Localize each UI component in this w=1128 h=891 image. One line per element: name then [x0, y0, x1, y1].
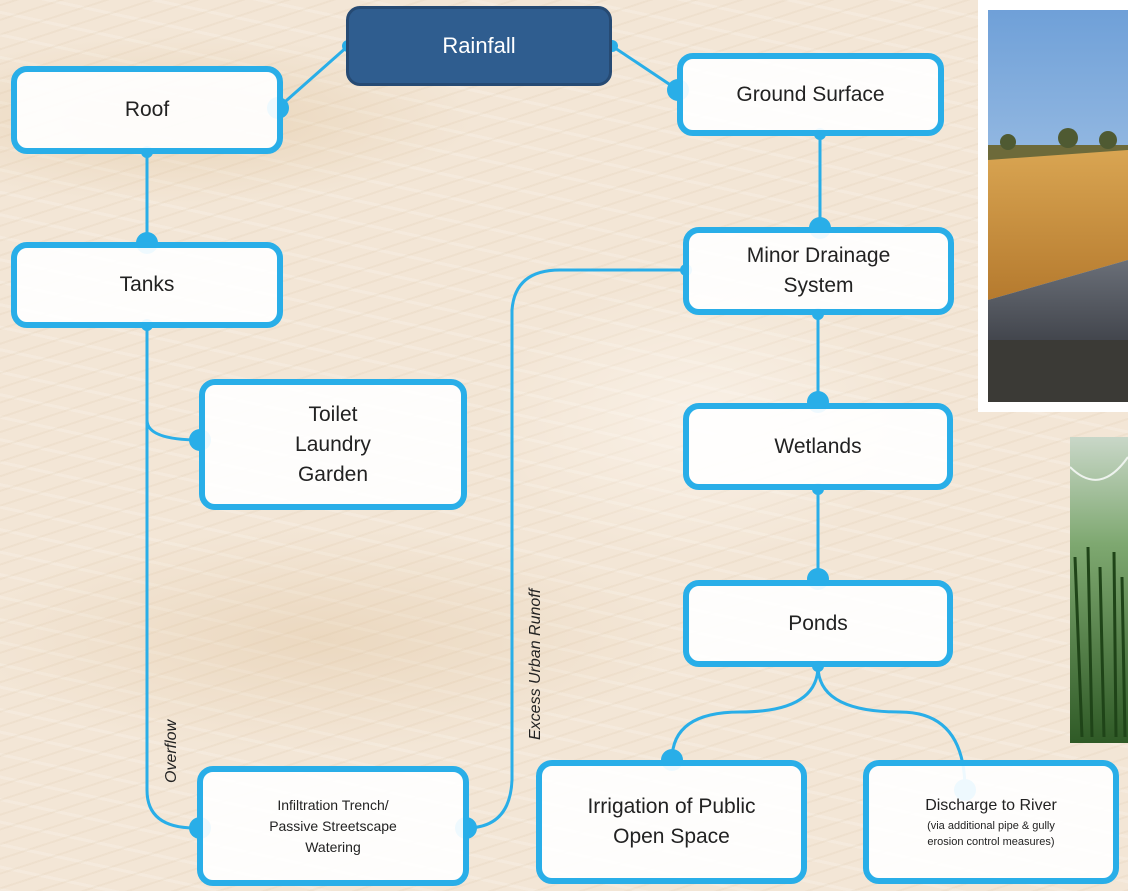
edge-rainfall-ground: [611, 44, 679, 92]
edge-overflow: [145, 420, 196, 830]
edge-tanks-toilet: [145, 325, 201, 442]
sprinkler-photo: [1070, 437, 1128, 743]
garden-label: Garden: [297, 462, 369, 486]
rainfall-node: Rainfall: [346, 6, 612, 86]
discharge-note-line2: erosion control measures): [927, 836, 1055, 848]
discharge-title: Discharge to River: [925, 797, 1057, 814]
tanks-label: Tanks: [119, 273, 175, 296]
irrigation-label-line2: Open Space: [613, 825, 730, 848]
ground-surface-node: Ground Surface: [677, 53, 944, 136]
infiltration-label-line3: Watering: [305, 838, 361, 855]
toilet-label: Toilet: [308, 402, 358, 426]
discharge-node: Discharge to River (via additional pipe …: [863, 760, 1119, 884]
toilet-laundry-garden-node: Toilet Laundry Garden: [199, 379, 467, 510]
tanks-node: Tanks: [11, 242, 283, 328]
roof-label: Roof: [124, 98, 170, 121]
wetlands-label: Wetlands: [774, 434, 862, 458]
laundry-label: Laundry: [295, 432, 371, 456]
irrigation-node: Irrigation of Public Open Space: [536, 760, 807, 884]
infiltration-trench-node: Infiltration Trench/ Passive Streetscape…: [197, 766, 469, 886]
roof-node: Roof: [11, 66, 283, 154]
ponds-node: Ponds: [683, 580, 953, 667]
ponds-label: Ponds: [788, 611, 848, 635]
wetlands-node: Wetlands: [683, 403, 953, 490]
irrigation-label-line1: Irrigation of Public: [587, 795, 756, 818]
infiltration-label-line2: Passive Streetscape: [269, 817, 397, 834]
ground-surface-label: Ground Surface: [736, 82, 885, 106]
edge-ponds-irrigation: [670, 665, 820, 761]
excess-runoff-label: Excess Urban Runoff: [527, 588, 544, 740]
drainage-basin-photo: [978, 0, 1128, 412]
minor-drainage-label-line2: System: [783, 274, 854, 297]
infiltration-label-line1: Infiltration Trench/: [277, 796, 389, 813]
minor-drainage-node: Minor Drainage System: [683, 227, 954, 315]
overflow-label: Overflow: [163, 719, 180, 783]
minor-drainage-label-line1: Minor Drainage: [746, 244, 891, 267]
edge-ponds-discharge: [816, 665, 967, 791]
edge-excess-runoff: [465, 268, 686, 830]
rainfall-label: Rainfall: [442, 33, 516, 58]
discharge-note-line1: (via additional pipe & gully: [927, 820, 1055, 832]
edge-rainfall-roof: [277, 44, 349, 110]
